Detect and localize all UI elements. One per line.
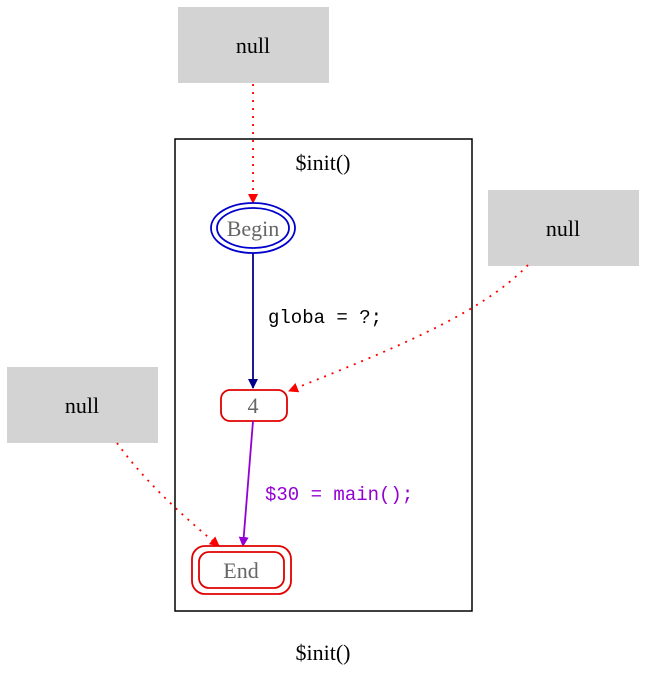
- graph-caption: $init(): [296, 640, 351, 665]
- null-node-left-box: [7, 367, 158, 443]
- edge-4-to-end: [238, 420, 254, 547]
- null-node-right-box: [488, 190, 639, 266]
- edge-begin-to-4-label: globa = ?;: [268, 307, 382, 329]
- null-node-top-label: null: [236, 33, 270, 58]
- begin-node[interactable]: Begin: [210, 202, 296, 254]
- edge-4-to-end-label: $30 = main();: [265, 484, 413, 506]
- begin-node-inner-ellipse: [216, 207, 290, 249]
- node-4[interactable]: 4: [220, 389, 288, 422]
- null-node-right[interactable]: null: [488, 190, 639, 266]
- node-4-box: [220, 389, 288, 422]
- cluster-label: $init(): [296, 150, 351, 175]
- end-node-label: End: [223, 558, 258, 583]
- end-node-inner-box: [198, 551, 285, 589]
- end-node[interactable]: End: [191, 545, 292, 595]
- null-node-right-label: null: [546, 216, 580, 241]
- null-node-left[interactable]: null: [7, 367, 158, 443]
- null-node-left-label: null: [65, 393, 99, 418]
- cluster-border: [174, 138, 473, 612]
- end-node-outer-box: [191, 545, 292, 595]
- null-node-top-box: [178, 7, 329, 83]
- node-4-label: 4: [248, 393, 259, 418]
- cluster-init: $init(): [174, 138, 473, 612]
- edge-null-left-to-end: [116, 442, 220, 547]
- begin-node-label: Begin: [227, 216, 280, 241]
- null-node-top[interactable]: null: [178, 7, 329, 83]
- edge-null-right-to-4: [288, 264, 529, 393]
